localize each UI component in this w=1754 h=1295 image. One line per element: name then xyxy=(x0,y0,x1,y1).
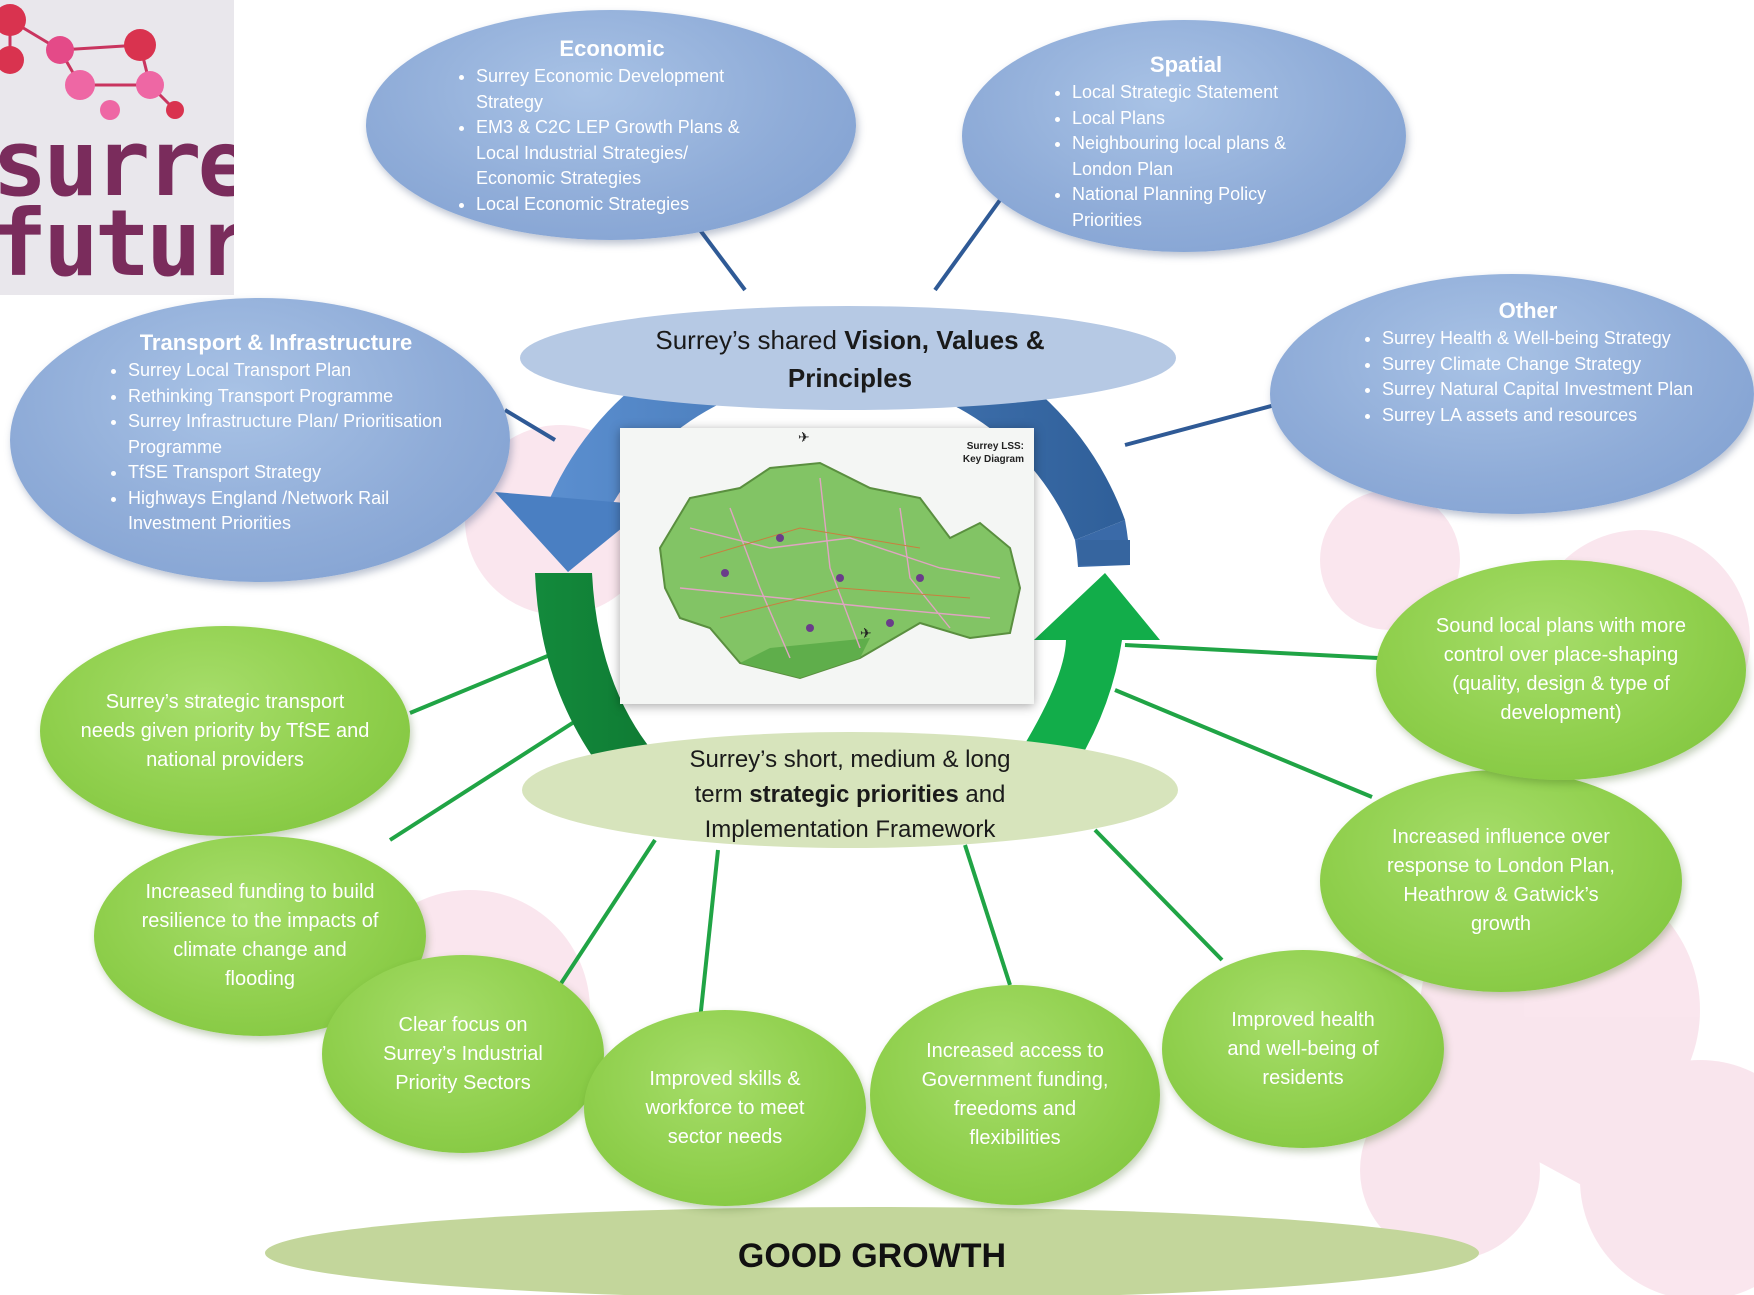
spatial-item: Neighbouring local plans & London Plan xyxy=(1072,131,1326,182)
outcome-gov-access: Increased access to Government funding, … xyxy=(870,985,1160,1205)
outcome-influence: Increased influence over response to Lon… xyxy=(1320,770,1682,992)
outcome-gov-access-text: Increased access to Government funding, … xyxy=(921,1040,1109,1149)
transport-item: Surrey Infrastructure Plan/ Prioritisati… xyxy=(128,409,450,460)
good-growth-ellipse xyxy=(265,1207,1479,1295)
map-illustration: ✈ ✈ xyxy=(658,430,1022,680)
priorities-line1: Surrey’s short, medium & long xyxy=(689,746,1011,773)
spatial-item: Local Plans xyxy=(1072,106,1326,132)
outcome-transport-needs: Surrey’s strategic transport needs given… xyxy=(40,626,410,836)
vision-ellipse xyxy=(520,306,1176,410)
economic-title: Economic xyxy=(559,36,665,61)
economic-item: Surrey Economic Development Strategy xyxy=(476,64,770,115)
transport-item: Highways England /Network Rail Investmen… xyxy=(128,486,450,537)
transport-item: Rethinking Transport Programme xyxy=(128,384,450,410)
outcome-transport-needs-text: Surrey’s strategic transport needs given… xyxy=(80,690,370,771)
svg-text:✈: ✈ xyxy=(860,626,872,642)
transport-item: Surrey Local Transport Plan xyxy=(128,358,450,384)
vision-prefix: Surrey’s shared xyxy=(655,325,845,355)
vision-bold: Vision, Values & Principles xyxy=(787,325,1045,393)
other-oval: Other Surrey Health & Well-being Strateg… xyxy=(1270,274,1754,514)
other-title: Other xyxy=(1498,298,1558,323)
vision-text: Surrey’s shared Vision, Values & Princip… xyxy=(600,322,1100,397)
svg-text:✈: ✈ xyxy=(798,430,810,446)
economic-oval: Economic Surrey Economic Development Str… xyxy=(366,10,856,240)
logo-text-line1: surrey xyxy=(0,110,234,217)
outcome-skills: Improved skills & workforce to meet sect… xyxy=(584,1010,866,1206)
surrey-future-logo: surrey future xyxy=(0,0,234,295)
map-title-line1: Surrey LSS: xyxy=(966,441,1024,452)
economic-list: Surrey Economic Development Strategy EM3… xyxy=(454,64,770,217)
spatial-oval: Spatial Local Strategic Statement Local … xyxy=(962,20,1406,252)
transport-item: TfSE Transport Strategy xyxy=(128,460,450,486)
outcome-health-text: Improved health and well-being of reside… xyxy=(1227,1008,1379,1089)
green-connectors xyxy=(388,643,1379,1021)
priorities-line2-prefix: term xyxy=(694,780,750,808)
other-item: Surrey Health & Well-being Strategy xyxy=(1382,326,1700,352)
outcome-influence-text: Increased influence over response to Lon… xyxy=(1387,826,1615,935)
good-growth-label: GOOD GROWTH xyxy=(737,1237,1007,1275)
transport-list: Surrey Local Transport Plan Rethinking T… xyxy=(102,358,450,537)
outcome-local-plans-text: Sound local plans with more control over… xyxy=(1435,615,1687,724)
priorities-line2-suffix: and xyxy=(958,780,1006,808)
spatial-title: Spatial xyxy=(1149,52,1223,77)
other-item: Surrey LA assets and resources xyxy=(1382,403,1700,429)
priorities-ellipse xyxy=(522,732,1178,848)
outcome-local-plans: Sound local plans with more control over… xyxy=(1376,560,1746,780)
transport-oval: Transport & Infrastructure Surrey Local … xyxy=(10,298,510,582)
map-title: Surrey LSS: Key Diagram xyxy=(963,440,1024,466)
blue-connectors xyxy=(503,198,1276,447)
logo-molecule-icon xyxy=(0,4,184,120)
other-list: Surrey Health & Well-being Strategy Surr… xyxy=(1356,326,1700,428)
outcome-industrial: Clear focus on Surrey’s Industrial Prior… xyxy=(322,955,604,1153)
logo-text-line2: future xyxy=(0,190,234,295)
priorities-line3: Implementation Framework xyxy=(704,815,996,843)
spatial-item: Local Strategic Statement xyxy=(1072,80,1326,106)
map-title-line2: Key Diagram xyxy=(962,454,1024,465)
other-item: Surrey Natural Capital Investment Plan xyxy=(1382,377,1700,403)
priorities-text: Surrey’s short, medium & long term strat… xyxy=(600,743,1100,847)
other-item: Surrey Climate Change Strategy xyxy=(1382,352,1700,378)
spatial-item: National Planning Policy Priorities xyxy=(1072,182,1326,233)
outcome-industrial-text: Clear focus on Surrey’s Industrial Prior… xyxy=(383,1013,543,1094)
surrey-key-diagram-map: ✈ ✈ Surrey LSS: Key Diagram xyxy=(620,428,1034,704)
spatial-list: Local Strategic Statement Local Plans Ne… xyxy=(1046,80,1326,233)
outcome-funding-text: Increased funding to build resilience to… xyxy=(141,881,379,990)
economic-item: Local Economic Strategies xyxy=(476,192,770,218)
priorities-line2: term strategic priorities and xyxy=(600,778,1100,813)
economic-item: EM3 & C2C LEP Growth Plans & Local Indus… xyxy=(476,115,770,192)
transport-title: Transport & Infrastructure xyxy=(139,330,413,355)
outcome-health: Improved health and well-being of reside… xyxy=(1162,950,1444,1148)
priorities-line2-bold: strategic priorities xyxy=(749,780,959,808)
outcome-skills-text: Improved skills & workforce to meet sect… xyxy=(645,1067,805,1148)
